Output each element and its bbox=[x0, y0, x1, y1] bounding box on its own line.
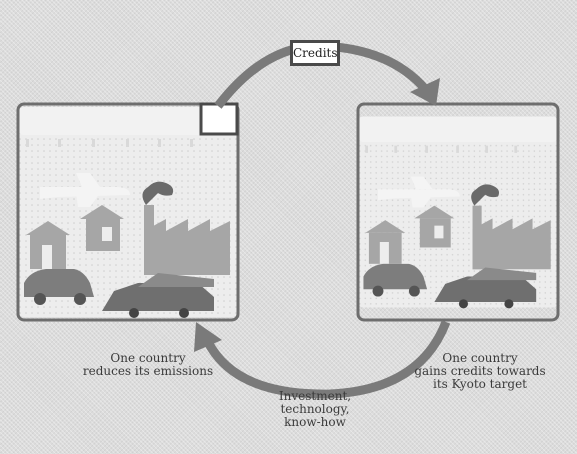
right-country-panel bbox=[356, 102, 560, 322]
credits-label: Credits bbox=[290, 40, 340, 66]
left-country-panel bbox=[16, 102, 240, 322]
right-caption: One country gains credits towards its Ky… bbox=[414, 351, 546, 391]
investment-arrow bbox=[194, 320, 451, 399]
left-caption: One country reduces its emissions bbox=[82, 351, 214, 378]
bottom-caption: Investment, technology, know-how bbox=[278, 389, 352, 429]
credit-slot bbox=[199, 102, 239, 136]
